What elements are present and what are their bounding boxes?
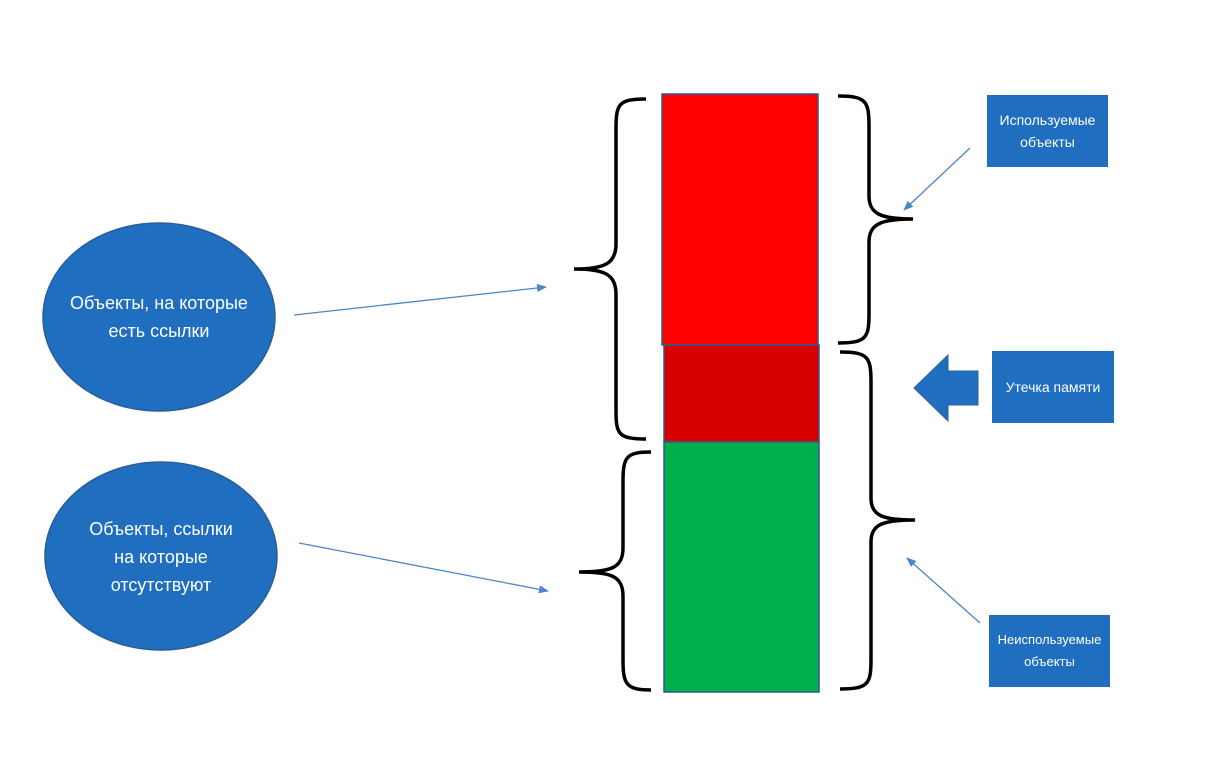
unused-objects-arrow (906, 557, 981, 624)
unused-objects-label: Неиспользуемые объекты (989, 615, 1110, 687)
referenced-objects-line2: есть ссылки (108, 321, 210, 341)
left-brace-referenced (573, 97, 647, 441)
memory-leak-box (992, 351, 1114, 423)
unused-objects-block (663, 441, 820, 693)
unreferenced-objects-line1: Объекты, ссылки (89, 519, 233, 539)
memory-leak-block (663, 344, 820, 443)
referenced-objects-ellipse (42, 222, 276, 412)
unreferenced-arrow (298, 542, 549, 594)
memory-leak-arrow (913, 353, 979, 423)
unused-objects-line2: объекты (1024, 654, 1075, 669)
right-brace-used (837, 94, 914, 345)
used-objects-line1: Используемые (999, 112, 1096, 128)
unreferenced-objects-line2: на которые (114, 547, 208, 567)
used-objects-arrow (903, 147, 971, 211)
referenced-arrow (293, 284, 547, 316)
left-brace-unreferenced (578, 450, 652, 692)
unreferenced-objects-label: Объекты, ссылки на которые отсутствуют (45, 512, 277, 602)
unused-objects-line1: Неиспользуемые (997, 632, 1102, 647)
unused-objects-box (989, 615, 1110, 687)
referenced-objects-label: Объекты, на которые есть ссылки (43, 281, 275, 353)
used-objects-block (661, 93, 819, 346)
used-objects-line2: объекты (1020, 134, 1075, 150)
used-objects-label: Используемые объекты (987, 95, 1108, 167)
used-objects-box (987, 95, 1108, 167)
referenced-objects-line1: Объекты, на которые (70, 293, 248, 313)
right-brace-unused (839, 350, 916, 691)
memory-leak-label: Утечка памяти (992, 351, 1114, 423)
memory-leak-line1: Утечка памяти (1005, 379, 1101, 395)
unreferenced-objects-line3: отсутствуют (110, 575, 212, 595)
unreferenced-objects-ellipse (44, 461, 278, 651)
